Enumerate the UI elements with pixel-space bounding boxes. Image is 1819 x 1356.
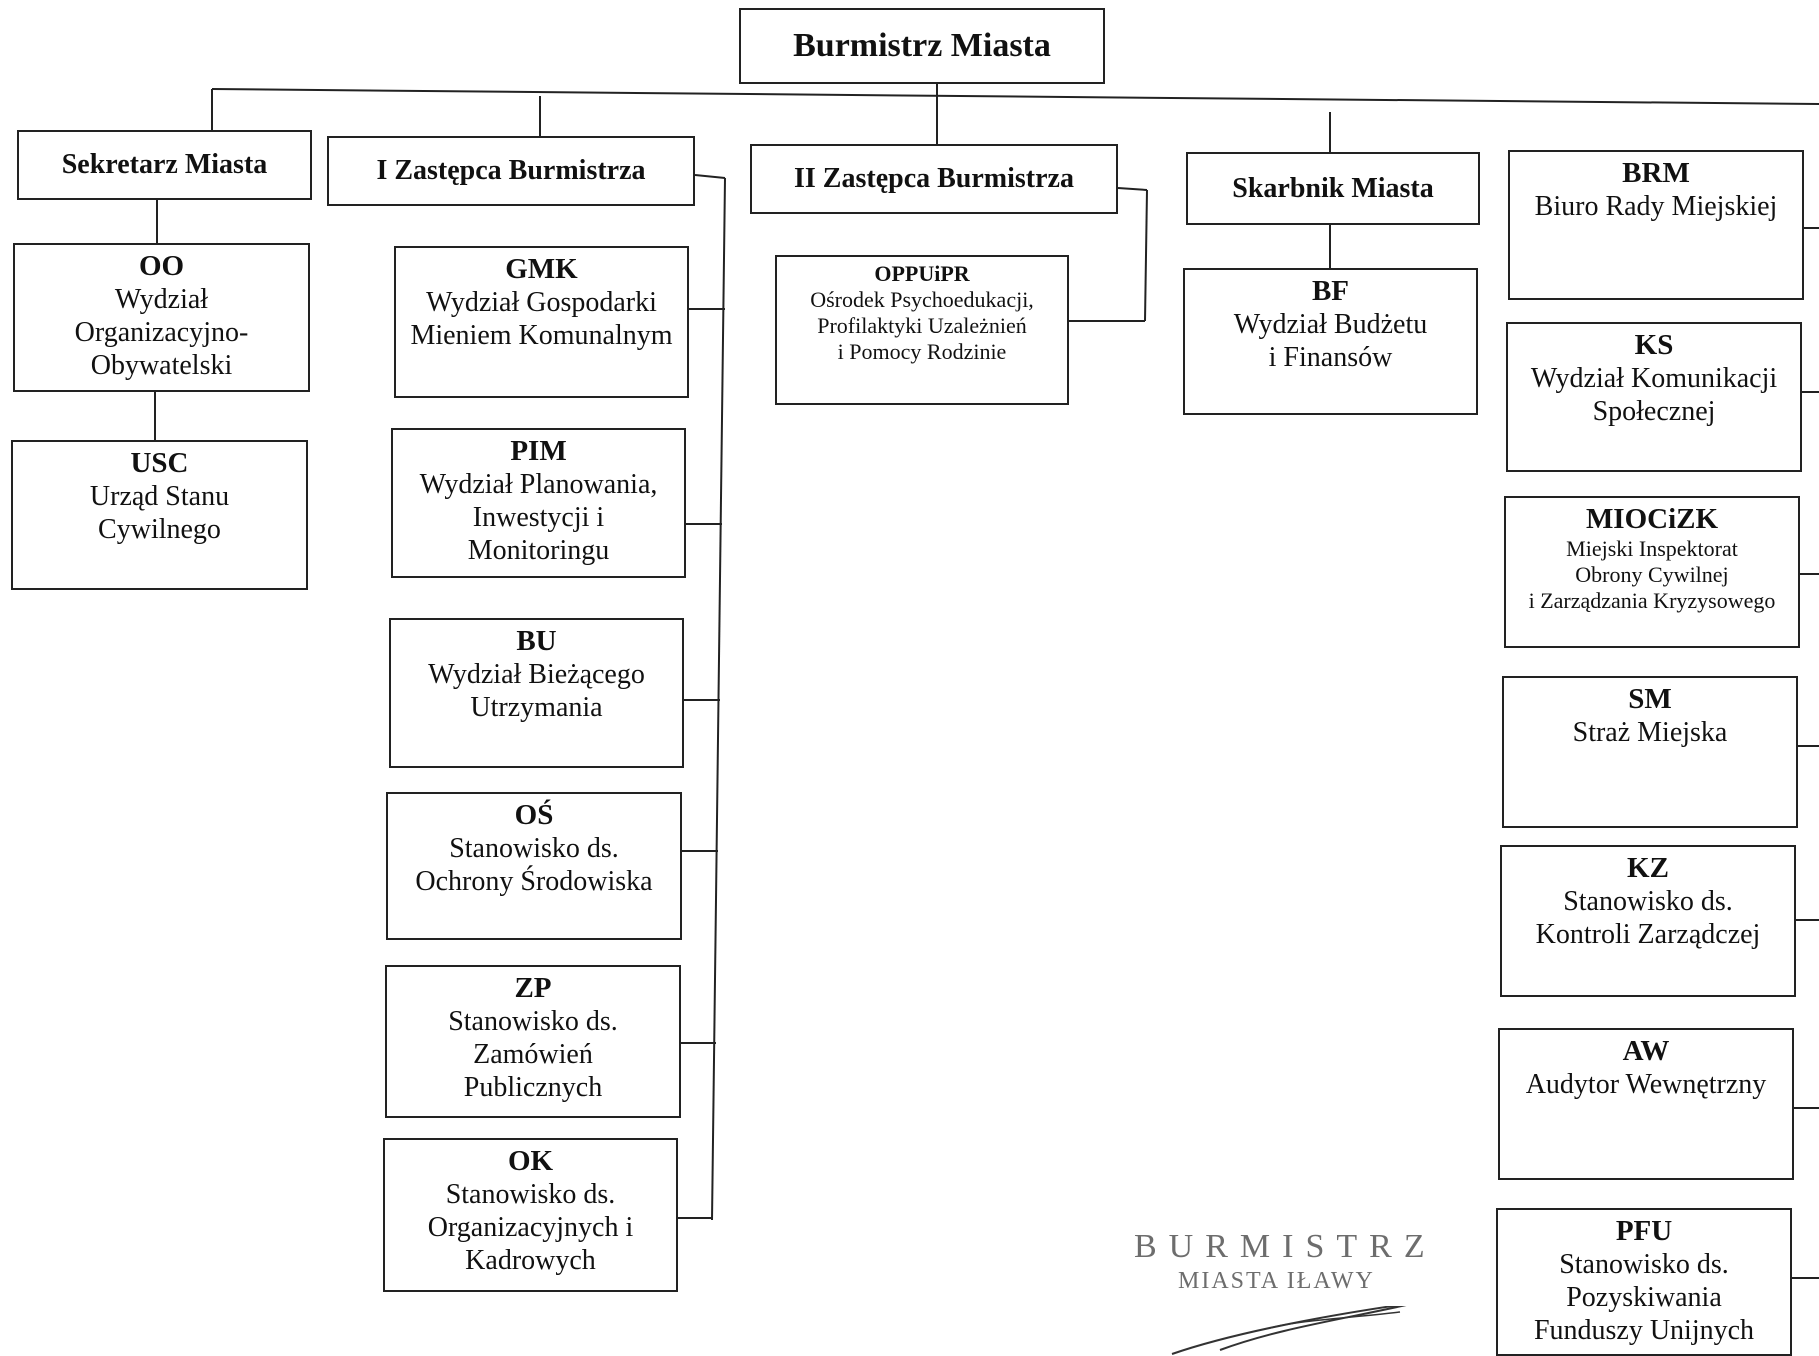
box-burmistrz: Burmistrz Miasta	[739, 8, 1105, 84]
box-aw: AW Audytor Wewnętrzny	[1498, 1028, 1794, 1180]
box-title: Skarbnik Miasta	[1232, 172, 1434, 204]
unit-name: Wydział Organizacyjno- Obywatelski	[74, 284, 249, 382]
unit-code: SM	[1628, 683, 1672, 715]
box-gmk: GMK Wydział Gospodarki Mieniem Komunalny…	[394, 246, 689, 398]
unit-code: MIOCiZK	[1585, 503, 1719, 535]
unit-code: BF	[1311, 275, 1350, 307]
box-zastepca-1: I Zastępca Burmistrza	[327, 136, 695, 206]
unit-name: Miejski Inspektorat Obrony Cywilnej i Za…	[1528, 536, 1776, 614]
unit-code: KS	[1634, 329, 1674, 361]
unit-code: GMK	[505, 253, 578, 285]
box-kz: KZ Stanowisko ds. Kontroli Zarządczej	[1500, 845, 1796, 997]
connector	[211, 88, 1819, 105]
unit-name: Wydział Gospodarki Mieniem Komunalnym	[410, 287, 673, 352]
box-oppuipr: OPPUiPR Ośrodek Psychoedukacji, Profilak…	[775, 255, 1069, 405]
unit-code: BRM	[1622, 157, 1690, 189]
box-miocizk: MIOCiZK Miejski Inspektorat Obrony Cywil…	[1504, 496, 1800, 648]
unit-code: KZ	[1627, 852, 1669, 884]
box-bu: BU Wydział Bieżącego Utrzymania	[389, 618, 684, 768]
unit-code: OŚ	[514, 799, 554, 831]
stamp-subtitle: MIASTA IŁAWY	[1178, 1268, 1375, 1294]
box-sekretarz: Sekretarz Miasta	[17, 130, 312, 200]
unit-name: Stanowisko ds. Pozyskiwania Funduszy Uni…	[1533, 1249, 1755, 1347]
unit-code: AW	[1622, 1035, 1670, 1067]
box-brm: BRM Biuro Rady Miejskiej	[1508, 150, 1804, 300]
unit-name: Stanowisko ds. Kontroli Zarządczej	[1535, 886, 1761, 951]
connector	[1144, 189, 1148, 322]
unit-code: USC	[130, 447, 189, 479]
box-os: OŚ Stanowisko ds. Ochrony Środowiska	[386, 792, 682, 940]
signature-mark	[1171, 1306, 1407, 1355]
unit-code: OO	[138, 250, 185, 282]
unit-name: Audytor Wewnętrzny	[1525, 1069, 1767, 1101]
box-pim: PIM Wydział Planowania, Inwestycji i Mon…	[391, 428, 686, 578]
box-bf: BF Wydział Budżetu i Finansów	[1183, 268, 1478, 415]
unit-code: ZP	[514, 972, 552, 1004]
box-ok: OK Stanowisko ds. Organizacyjnych i Kadr…	[383, 1138, 678, 1292]
unit-name: Ośrodek Psychoedukacji, Profilaktyki Uza…	[810, 286, 1034, 364]
box-title: Burmistrz Miasta	[793, 26, 1051, 64]
unit-name: Stanowisko ds. Organizacyjnych i Kadrowy…	[427, 1179, 634, 1277]
unit-name: Stanowisko ds. Ochrony Środowiska	[415, 833, 653, 898]
mayor-stamp: BURMISTRZ MIASTA IŁAWY	[1130, 1228, 1450, 1356]
unit-code: PFU	[1615, 1215, 1673, 1247]
unit-name: Urząd Stanu Cywilnego	[89, 481, 230, 546]
unit-code: BU	[516, 625, 557, 657]
unit-code: OPPUiPR	[874, 261, 970, 286]
stamp-title: BURMISTRZ	[1134, 1228, 1437, 1265]
box-ks: KS Wydział Komunikacji Społecznej	[1506, 322, 1802, 472]
box-title: II Zastępca Burmistrza	[794, 163, 1074, 195]
unit-code: OK	[507, 1145, 554, 1177]
box-zastepca-2: II Zastępca Burmistrza	[750, 144, 1118, 214]
unit-name: Wydział Planowania, Inwestycji i Monitor…	[419, 469, 658, 567]
unit-name: Straż Miejska	[1572, 717, 1728, 749]
unit-name: Stanowisko ds. Zamówień Publicznych	[448, 1006, 618, 1104]
connector	[694, 174, 726, 179]
unit-name: Biuro Rady Miejskiej	[1534, 191, 1778, 223]
box-skarbnik: Skarbnik Miasta	[1186, 152, 1480, 225]
box-sm: SM Straż Miejska	[1502, 676, 1798, 828]
box-usc: USC Urząd Stanu Cywilnego	[11, 440, 308, 590]
unit-code: PIM	[510, 435, 567, 467]
box-title: Sekretarz Miasta	[61, 149, 268, 181]
unit-name: Wydział Komunikacji Społecznej	[1530, 363, 1778, 428]
unit-name: Wydział Budżetu i Finansów	[1233, 309, 1428, 374]
connector	[1117, 187, 1148, 191]
box-pfu: PFU Stanowisko ds. Pozyskiwania Funduszy…	[1496, 1208, 1792, 1356]
box-oo: OO Wydział Organizacyjno- Obywatelski	[13, 243, 310, 392]
unit-name: Wydział Bieżącego Utrzymania	[428, 659, 645, 724]
box-zp: ZP Stanowisko ds. Zamówień Publicznych	[385, 965, 681, 1118]
box-title: I Zastępca Burmistrza	[376, 155, 646, 187]
